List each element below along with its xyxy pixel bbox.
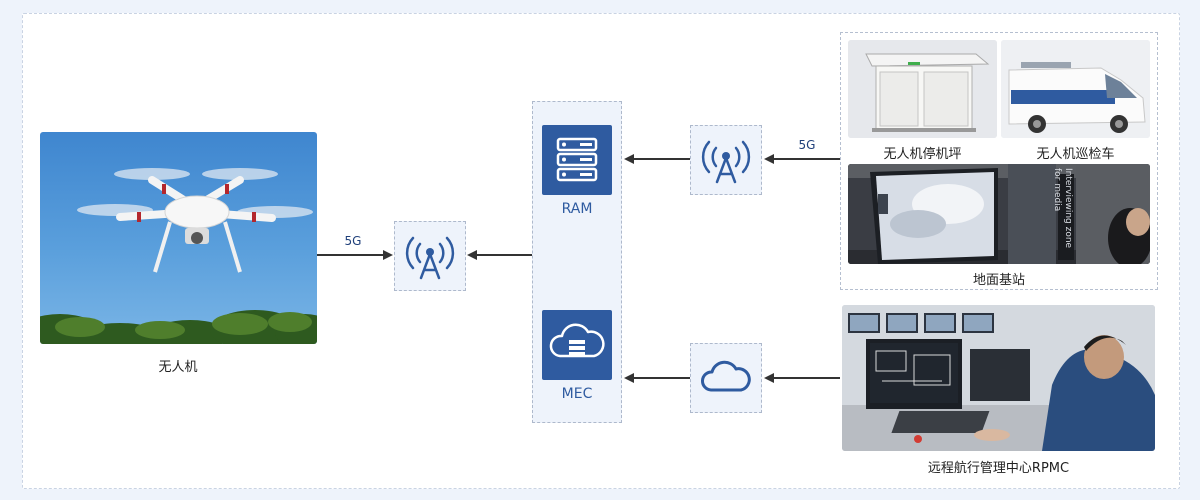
rpmc-to-cloud-arrow: [774, 377, 840, 379]
cloud-box: [690, 343, 762, 413]
apron-photo: [848, 40, 997, 138]
server-rack-icon: [556, 137, 598, 182]
drone-apron-icon: [848, 40, 997, 138]
control-center-icon: [842, 305, 1155, 451]
core-to-drone-antenna-arrow: [477, 254, 532, 256]
drone-to-antenna-arrow: [317, 254, 383, 256]
drone-label: 无人机: [158, 360, 198, 375]
ground-antenna-to-ram-arrowhead: [624, 154, 634, 164]
drone-to-antenna-arrowhead: [383, 250, 393, 260]
rpmc-photo: [842, 305, 1155, 451]
drone-photo: [40, 132, 317, 344]
apron-label: 无人机停机坪: [883, 147, 962, 162]
ground-station-photo: Interviewing zone for media: [848, 164, 1150, 264]
cloud-server-icon: [549, 323, 605, 358]
rpmc-label: 远程航行管理中心RPMC: [927, 461, 1070, 476]
ground-station-screen-icon: [848, 164, 1150, 264]
cloud-to-mec-arrowhead: [624, 373, 634, 383]
core-to-drone-antenna-arrowhead: [467, 250, 477, 260]
drone-5g-label: 5G: [344, 234, 362, 248]
ground-station-screen-text: Interviewing zone for media: [1052, 168, 1073, 249]
drone-antenna-box: [394, 221, 466, 291]
ground-antenna-box: [690, 125, 762, 195]
inspection-van-icon: [1001, 40, 1150, 138]
mec-tile: [542, 310, 612, 380]
ram-label: RAM: [561, 201, 593, 217]
antenna-tower-icon: [701, 140, 751, 184]
ground-to-antenna-arrowhead: [764, 154, 774, 164]
ground-station-label: 地面基站: [972, 273, 1025, 288]
cloud-to-mec-arrow: [634, 377, 690, 379]
antenna-tower-icon: [405, 236, 455, 280]
ground-to-antenna-arrow: [774, 158, 840, 160]
vehicle-label: 无人机巡检车: [1036, 147, 1115, 162]
cloud-icon: [701, 360, 751, 392]
drone-icon: [40, 168, 317, 344]
ground-5g-label: 5G: [798, 138, 816, 152]
mec-label: MEC: [561, 386, 593, 402]
ram-tile: [542, 125, 612, 195]
rpmc-to-cloud-arrowhead: [764, 373, 774, 383]
vehicle-photo: [1001, 40, 1150, 138]
ground-antenna-to-ram-arrow: [634, 158, 690, 160]
